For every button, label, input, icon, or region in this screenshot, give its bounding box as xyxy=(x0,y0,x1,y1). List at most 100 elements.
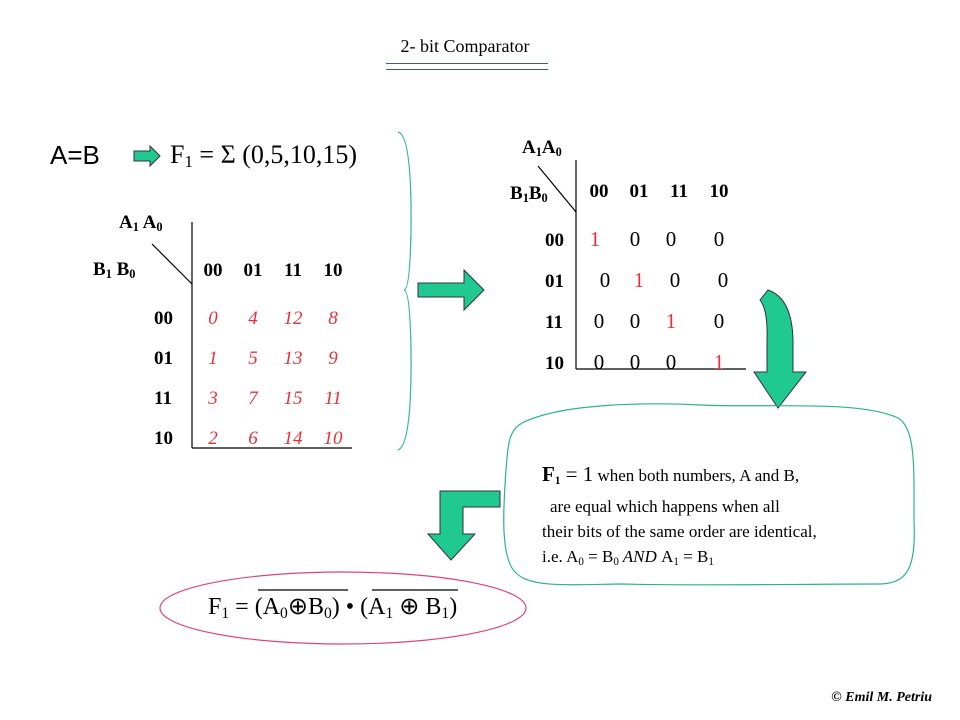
left-col-header: 01 xyxy=(243,260,263,281)
left-map-col-headers: 00 01 11 10 xyxy=(193,260,353,282)
equation-rhs: F1 = Σ (0,5,10,15) xyxy=(170,140,357,172)
right-map-cells: 1 0 0 0 0 1 0 0 0 0 1 0 0 0 0 1 xyxy=(579,219,743,383)
left-cell: 11 xyxy=(324,388,342,409)
left-map-row: 1 5 13 9 xyxy=(193,339,353,379)
right-col-header: 01 xyxy=(629,181,649,202)
right-map-row: 0 1 0 0 xyxy=(579,260,743,301)
equation-sum: = Σ (0,5,10,15) xyxy=(192,140,358,169)
note-ie: i.e. A xyxy=(542,546,579,566)
right-map-row: 0 0 1 0 xyxy=(579,301,743,342)
left-map-col-var: A1 A0 xyxy=(119,212,163,235)
right-cell: 0 xyxy=(713,309,725,333)
left-a1-sub: 1 xyxy=(132,220,139,235)
right-a0-sub: 0 xyxy=(555,145,562,160)
right-cell: 0 xyxy=(629,350,641,374)
left-cell: 14 xyxy=(283,428,303,449)
right-map-col-var: A1A0 xyxy=(522,137,562,160)
formula-ellipse xyxy=(159,571,527,645)
right-cell: 1 xyxy=(589,227,601,251)
formula-f-sub: 1 xyxy=(221,604,230,622)
left-row-header: 01 xyxy=(154,348,173,369)
left-b1: B xyxy=(93,259,106,280)
note-line-3: their bits of the same order are identic… xyxy=(542,521,817,541)
left-cell: 0 xyxy=(208,308,218,329)
left-cell: 10 xyxy=(323,428,343,449)
result-formula: F1 = (A0⊕B0) • (A1 ⊕ B1) xyxy=(208,592,457,623)
right-row-header: 00 xyxy=(545,230,564,251)
right-b1-sub: 1 xyxy=(522,191,529,206)
down-left-arrow xyxy=(426,490,501,561)
left-map-diagonal xyxy=(151,243,193,285)
curved-down-arrow xyxy=(753,289,808,409)
note-b0-sub: 0 xyxy=(613,555,619,568)
right-col-header: 11 xyxy=(670,181,688,202)
formula-eq: = ( xyxy=(229,594,263,620)
note-a0-sub: 0 xyxy=(578,555,584,568)
left-cell: 12 xyxy=(283,308,303,329)
right-cell: 0 xyxy=(629,309,641,333)
small-right-arrow xyxy=(133,144,161,168)
left-a0-sub: 0 xyxy=(156,220,163,235)
right-a0: A xyxy=(541,137,556,158)
note-and: AND xyxy=(618,546,662,566)
note-text: F1 = 1 when both numbers, A and B, are e… xyxy=(542,462,817,575)
right-cell: 0 xyxy=(717,268,729,292)
right-cell: 0 xyxy=(665,227,677,251)
left-row-header: 00 xyxy=(154,308,173,329)
right-b0: B xyxy=(528,183,542,204)
left-row-header: 11 xyxy=(154,388,172,409)
right-cell: 0 xyxy=(593,350,605,374)
right-a1-sub: 1 xyxy=(535,145,542,160)
note-b1: B xyxy=(696,546,709,566)
curly-bracket xyxy=(397,131,412,451)
left-row-header: 10 xyxy=(154,428,173,449)
note-line-2: are equal which happens when all xyxy=(550,496,780,516)
formula-b1: B xyxy=(425,594,442,620)
left-b1-sub: 1 xyxy=(105,267,112,282)
right-col-header: 10 xyxy=(709,181,729,202)
formula-f: F xyxy=(208,594,222,620)
equation-lhs: A=B xyxy=(50,140,100,170)
right-map-row: 0 0 0 1 xyxy=(579,342,743,383)
left-cell: 2 xyxy=(208,428,218,449)
note-a1-sub: 1 xyxy=(673,555,679,568)
right-col-header: 00 xyxy=(589,181,609,202)
left-b0-sub: 0 xyxy=(129,267,136,282)
left-col-header: 00 xyxy=(203,260,223,281)
right-row-header: 01 xyxy=(545,271,564,292)
left-cell: 6 xyxy=(248,428,258,449)
left-cell: 5 xyxy=(248,348,258,369)
right-map-col-headers: 00 01 11 10 xyxy=(579,181,739,203)
left-map-row-headers: 00 01 11 10 xyxy=(154,299,173,459)
copyright: © Emil M. Petriu xyxy=(831,690,932,705)
left-cell: 1 xyxy=(208,348,218,369)
xor-icon: ⊕ xyxy=(287,594,308,620)
left-cell: 4 xyxy=(248,308,258,329)
formula-b0-sub: 0 xyxy=(323,604,332,622)
left-cell: 15 xyxy=(283,388,303,409)
note-f-sub: 1 xyxy=(554,474,561,487)
right-a1: A xyxy=(522,137,536,158)
right-row-header: 11 xyxy=(545,312,563,333)
formula-a1: A xyxy=(368,594,386,620)
title-underline xyxy=(386,63,548,70)
formula-b1-sub: 1 xyxy=(441,604,450,622)
big-right-arrow xyxy=(417,268,485,312)
right-cell: 0 xyxy=(593,309,605,333)
left-b0: B xyxy=(116,259,130,280)
left-cell: 13 xyxy=(283,348,303,369)
equation-f: F xyxy=(170,140,185,169)
formula-a1-sub: 1 xyxy=(385,604,394,622)
left-cell: 9 xyxy=(328,348,338,369)
note-line-1: F1 = 1 when both numbers, A and B, xyxy=(542,462,817,494)
note-eq1: = xyxy=(583,546,602,566)
formula-close: ) xyxy=(449,594,458,620)
left-col-header: 11 xyxy=(284,260,302,281)
left-cell: 3 xyxy=(208,388,218,409)
note-line-4: i.e. A0 = B0 AND A1 = B1 xyxy=(542,544,817,575)
right-map-row: 1 0 0 0 xyxy=(579,219,743,260)
left-cell: 8 xyxy=(328,308,338,329)
left-col-header: 10 xyxy=(323,260,343,281)
left-a0: A xyxy=(142,212,157,233)
note-f: F xyxy=(542,462,555,486)
